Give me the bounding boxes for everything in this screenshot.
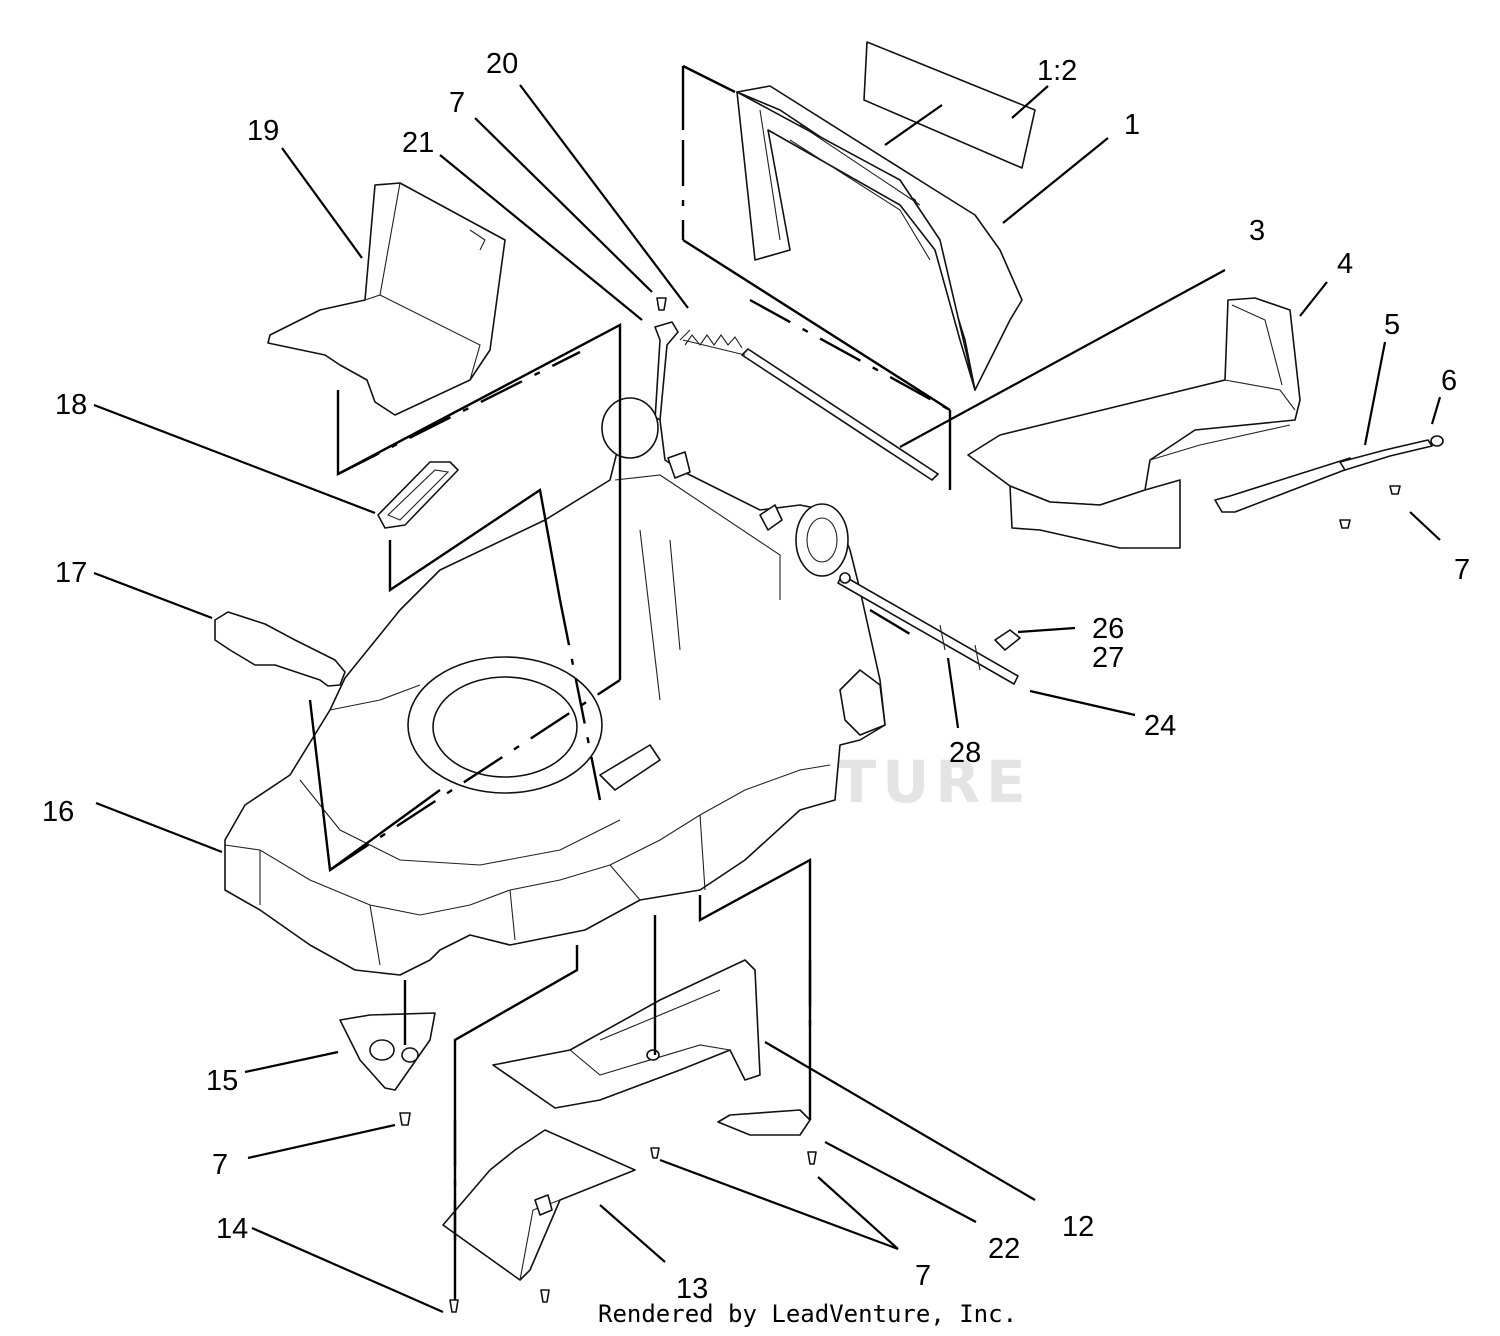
part-rear-guard-19 xyxy=(267,182,506,416)
part-rear-door-4 xyxy=(967,297,1356,549)
callout-leaders xyxy=(93,84,1442,1314)
callout-27: 27 xyxy=(1092,642,1124,674)
footer-credit: Rendered by LeadVenture, Inc. xyxy=(598,1300,1017,1328)
callout-13: 13 xyxy=(676,1273,708,1305)
callout-7-top: 7 xyxy=(449,87,465,119)
callout-24: 24 xyxy=(1144,710,1176,742)
callout-3: 3 xyxy=(1249,215,1265,247)
callout-22: 22 xyxy=(988,1233,1020,1265)
part-decal-1-2 xyxy=(863,41,1036,169)
part-bracket-22 xyxy=(717,1109,811,1136)
callout-7-bottom: 7 xyxy=(915,1260,931,1292)
callout-16: 16 xyxy=(42,796,74,828)
callout-20: 20 xyxy=(486,48,518,80)
callout-19: 19 xyxy=(247,115,279,147)
screw-fasteners xyxy=(449,485,1401,1313)
part-front-guard-13 xyxy=(442,1129,636,1281)
callout-5: 5 xyxy=(1384,309,1400,341)
callout-17: 17 xyxy=(55,557,87,589)
part-screw-7-top xyxy=(656,297,667,311)
callout-labels: 1:2 1 3 4 5 6 7 19 21 7 20 18 17 16 26 2… xyxy=(42,48,1470,1305)
part-axle-24 xyxy=(837,572,1021,685)
callout-1-2: 1:2 xyxy=(1037,55,1077,87)
callout-12: 12 xyxy=(1062,1211,1094,1243)
callout-4: 4 xyxy=(1337,248,1353,280)
part-deck-housing-16 xyxy=(224,397,886,976)
part-spring-20 xyxy=(679,329,743,349)
part-washer-6 xyxy=(1430,435,1444,447)
callout-6: 6 xyxy=(1441,365,1457,397)
part-pin-5 xyxy=(1339,439,1433,471)
callout-18: 18 xyxy=(55,389,87,421)
part-grommet-18 xyxy=(377,461,459,529)
part-plate-12 xyxy=(492,959,761,1109)
part-bracket-15 xyxy=(339,1012,436,1126)
callout-1: 1 xyxy=(1124,109,1140,141)
callout-7-left: 7 xyxy=(212,1149,228,1181)
part-plug-17 xyxy=(214,611,346,687)
part-rear-cover-1 xyxy=(736,85,1023,391)
callout-28: 28 xyxy=(949,737,981,769)
callout-14: 14 xyxy=(216,1213,248,1245)
callout-26: 26 xyxy=(1092,613,1124,645)
assembly-guide-lines xyxy=(308,64,952,1300)
part-bracket-21 xyxy=(654,321,679,421)
callout-15: 15 xyxy=(206,1065,238,1097)
callout-7-right: 7 xyxy=(1454,554,1470,586)
callout-21: 21 xyxy=(402,127,434,159)
part-rod-3 xyxy=(682,339,939,481)
